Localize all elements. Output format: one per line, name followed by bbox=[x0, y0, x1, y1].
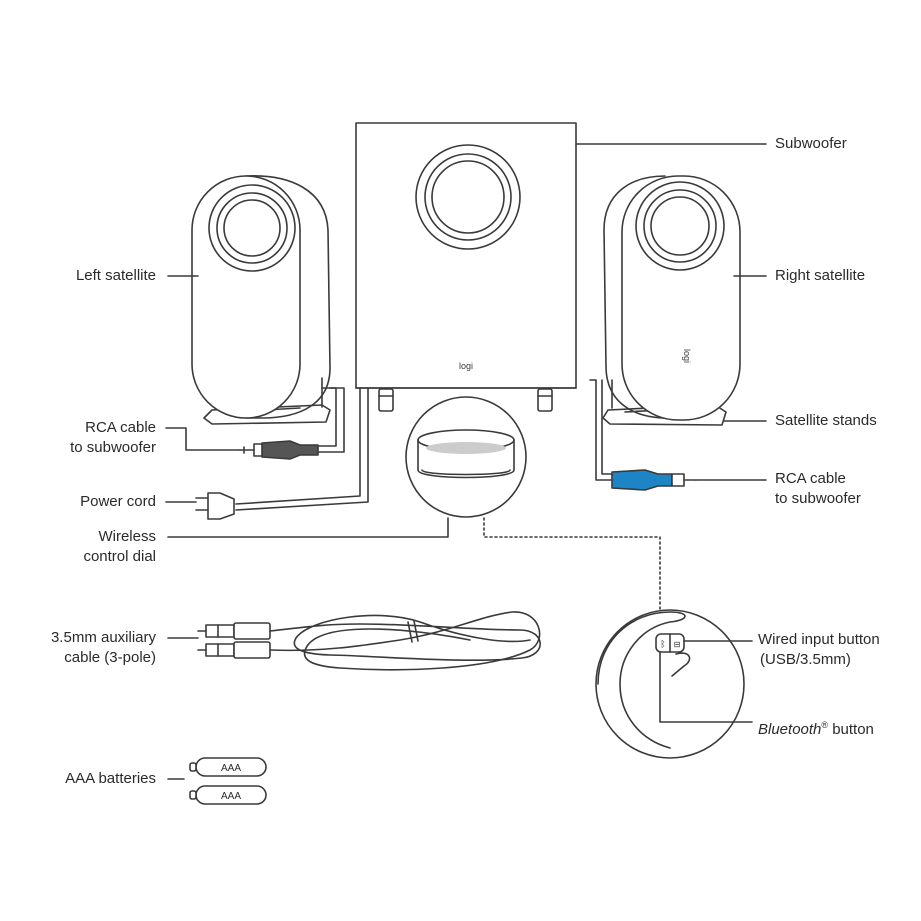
wired-input-icon: ⊟ bbox=[674, 640, 681, 649]
label-bluetooth-rest: button bbox=[828, 721, 874, 738]
aux-cable bbox=[197, 611, 541, 671]
dial-zoom bbox=[595, 609, 745, 759]
bluetooth-icon: ᛒ bbox=[660, 639, 665, 650]
battery-top-label: AAA bbox=[221, 763, 241, 774]
power-cord bbox=[195, 387, 369, 520]
label-wired-input-line2: (USB/3.5mm) bbox=[760, 651, 851, 668]
label-bluetooth-button: Bluetooth® button bbox=[758, 715, 874, 740]
label-rca-cable-right-line1: RCA cable bbox=[775, 470, 846, 487]
label-subwoofer: Subwoofer bbox=[775, 135, 847, 152]
label-bluetooth-italic: Bluetooth bbox=[758, 721, 822, 738]
label-wireless-dial-line1: Wireless bbox=[98, 528, 156, 545]
subwoofer bbox=[355, 122, 577, 412]
right-satellite-logo: logi bbox=[682, 349, 692, 363]
label-wired-input-line1: Wired input button bbox=[758, 631, 880, 648]
label-power-cord: Power cord bbox=[80, 493, 156, 510]
label-satellite-stands: Satellite stands bbox=[775, 412, 877, 429]
subwoofer-logo: logi bbox=[459, 361, 473, 371]
label-wireless-dial-line2: control dial bbox=[83, 548, 156, 565]
wireless-control-dial bbox=[405, 396, 527, 518]
left-rca-cable bbox=[239, 387, 345, 460]
label-right-satellite: Right satellite bbox=[775, 267, 866, 284]
label-rca-cable-left-line1: RCA cable bbox=[85, 419, 156, 436]
right-satellite bbox=[602, 175, 741, 426]
battery-bottom-label: AAA bbox=[221, 791, 241, 802]
label-rca-cable-right-line2: to subwoofer bbox=[775, 490, 861, 507]
battery-bottom bbox=[189, 785, 267, 805]
label-aux-cable-line2: cable (3-pole) bbox=[64, 649, 156, 666]
battery-top bbox=[189, 757, 267, 777]
label-bluetooth-reg: ® bbox=[821, 720, 829, 730]
left-satellite bbox=[191, 175, 331, 425]
label-aaa-batteries: AAA batteries bbox=[65, 770, 156, 787]
label-aux-cable-line1: 3.5mm auxiliary bbox=[50, 629, 156, 646]
label-left-satellite: Left satellite bbox=[75, 267, 156, 284]
right-rca-cable bbox=[589, 379, 697, 491]
label-rca-cable-left-line2: to subwoofer bbox=[70, 439, 156, 456]
